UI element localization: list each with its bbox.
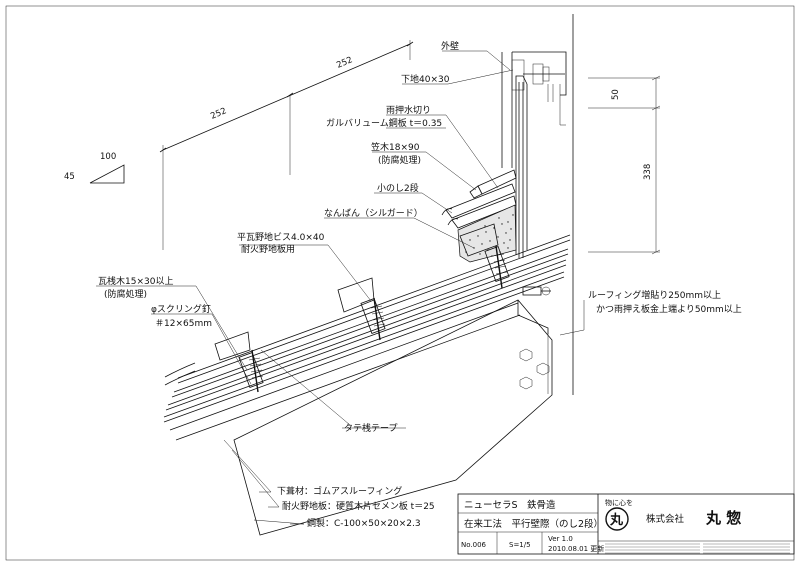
title-product: ニューセラS 鉄骨造 [464,499,556,511]
label-screw-1: 平瓦野地ビス4.0×40 [237,231,325,243]
sheet-border [5,5,795,561]
wall-assembly [501,14,574,395]
title-version: Ver 1.0 [548,535,573,543]
wall-batten [511,59,525,91]
slope-indicator: 100 45 [64,152,125,184]
tile-3 [459,223,499,257]
label-tile-batten-2: (防腐処理) [104,288,147,300]
label-ring-nail-2: ＃12×65mm [155,318,212,329]
title-date: 2010.08.01 更新 [548,544,604,553]
title-drawing-no: No.006 [461,541,487,549]
label-underlay: 下葺材：ゴムアスルーフィング [277,485,402,497]
leader-lines [96,50,585,525]
title-method: 在来工法 平行壁際（のし2段） [464,518,603,530]
label-sheathing: 耐火野地板：硬質木片セメン板 t＝25 [282,500,435,512]
dim-50: 50 [611,89,621,100]
label-screw-2: 耐火野地板用 [241,243,295,255]
label-outer-wall: 外壁 [441,40,459,52]
tile-batten-3 [484,246,510,282]
company-logo-char: 丸 [609,512,624,528]
dim-338: 338 [643,164,653,180]
company-name: 丸 惣 [705,509,741,527]
tile-pitch-b: 252 [335,55,354,71]
roof-section [163,223,571,536]
label-flashing-2: ガルバリューム鋼板 t＝0.35 [326,117,442,129]
steel-bolt-holes [519,348,550,390]
label-roofing-note-2: かつ雨押え板金上端より50mm以上 [596,303,742,315]
label-kasagi-2: (防腐処理) [378,154,421,166]
annotations: 外壁 下地40×30 雨押水切り ガルバリューム鋼板 t＝0.35 笠木18×9… [98,40,742,529]
label-kasagi-1: 笠木18×90 [371,141,420,153]
title-scale: S=1/5 [509,541,531,549]
tile-pitch-a: 252 [209,106,228,122]
right-dimensions: 50 338 [588,75,661,255]
label-batten: 下地40×30 [401,73,450,85]
company-logo [605,507,629,531]
label-roofing-note-1: ルーフィング増貼り250mm以上 [588,289,721,301]
company-address-lines [605,543,790,554]
label-nanban: なんばん（シルガード） [324,208,423,219]
slope-rise-label: 45 [64,172,75,182]
label-tile-batten-1: 瓦桟木15×30以上 [98,275,173,287]
tile-2 [337,277,375,313]
konoshi-tier-2 [451,195,517,229]
wall-flashing-assembly [441,169,517,263]
slope-run-label: 100 [100,152,116,162]
sheathing-board [169,302,519,431]
company-prefix: 株式会社 [646,513,685,525]
tile-1 [214,331,251,361]
tile-screws [251,245,503,393]
konoshi-tier-1 [445,183,516,219]
company-motto: 物に心を [605,498,633,507]
kasagi-wood [477,169,517,195]
label-tape: タテ桟テープ [344,422,397,434]
label-steel: 鋼製：C-100×50×20×2.3 [307,517,421,529]
label-flashing-1: 雨押水切り [386,104,431,116]
label-konoshi: 小のし2段 [377,182,419,194]
label-ring-nail-1: φスクリング釘 [151,303,211,315]
title-block: ニューセラS 鉄骨造 在来工法 平行壁際（のし2段） No.006 S=1/5 … [457,493,795,555]
